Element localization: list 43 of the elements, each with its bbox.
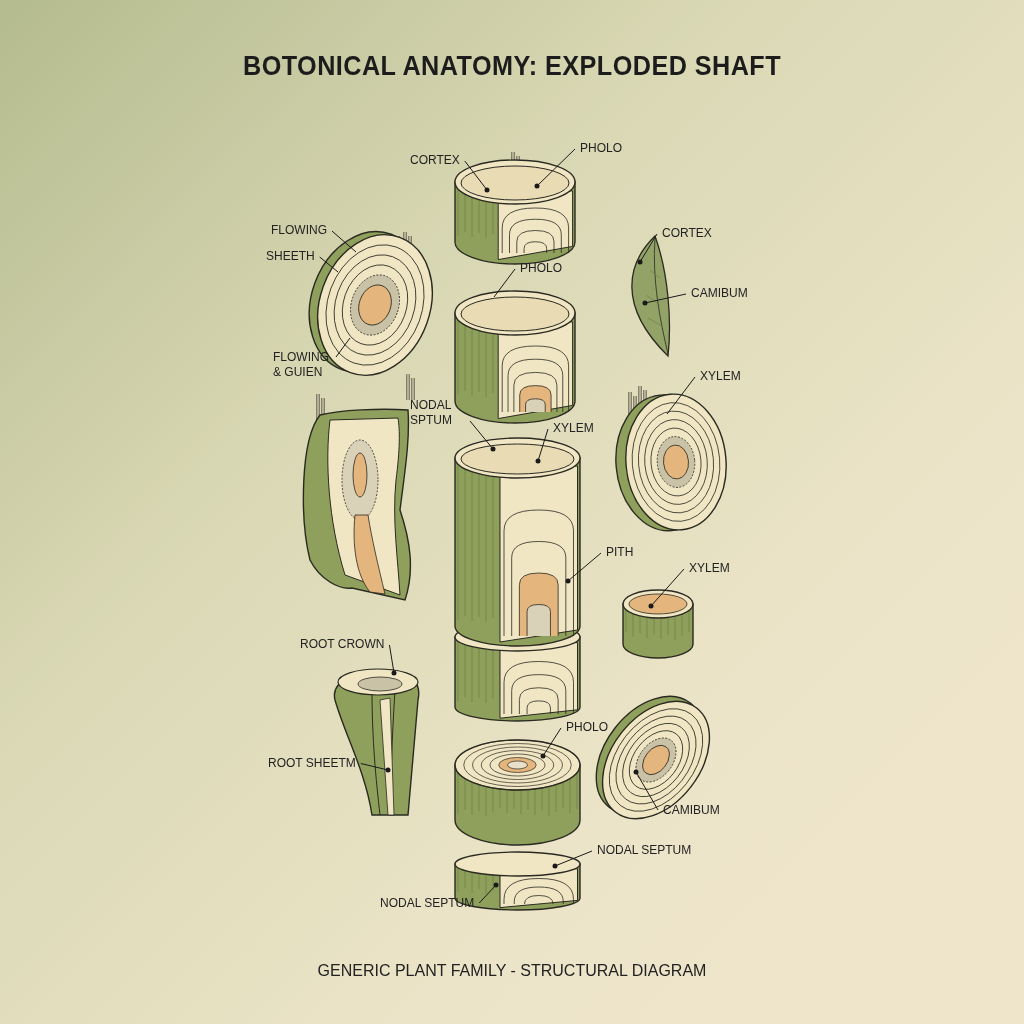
leader-line (565, 552, 602, 584)
stem-segment-drawing (454, 437, 581, 647)
leader-line (666, 376, 696, 415)
leader-line (331, 230, 357, 253)
part-label: XYLEM (700, 369, 741, 384)
part-label: CORTEX (410, 153, 460, 168)
part-label: PHOLO (580, 141, 622, 156)
stem-cylinder-drawing (454, 739, 581, 846)
leader-line (335, 337, 351, 358)
part-label: CAMIBUM (663, 803, 720, 818)
leader-line (648, 568, 685, 609)
leader-line (388, 644, 397, 676)
leader-line (540, 727, 562, 759)
part-label: CAMIBUM (691, 286, 748, 301)
part-label: PHOLO (566, 720, 608, 735)
part-label: XYLEM (689, 561, 730, 576)
part-label: FLOWING (271, 223, 327, 238)
leader-line (464, 160, 490, 193)
part-label: PHOLO (520, 261, 562, 276)
stem-cylinder-drawing (622, 589, 694, 659)
stem-segment-drawing (454, 290, 576, 424)
leader-line (633, 769, 659, 811)
stem-disc-drawing (615, 384, 727, 532)
part-label: ROOT SHEETM (268, 756, 356, 771)
part-label: CORTEX (662, 226, 712, 241)
leader-line (534, 148, 576, 189)
leader-line (469, 420, 496, 452)
part-label: XYLEM (553, 421, 594, 436)
part-label: NODAL SPTUM (410, 398, 465, 428)
leader-line (535, 428, 549, 464)
part-label: SHEETH (266, 249, 315, 264)
leader-line (478, 882, 499, 904)
part-label: NODAL SEPTUM (597, 843, 692, 858)
part-label: ROOT CROWN (300, 637, 385, 652)
leader-line (642, 293, 687, 306)
leader-line (552, 850, 593, 869)
leader-line (319, 256, 339, 273)
leader-line (360, 763, 391, 773)
leaf-drawing (631, 235, 671, 357)
leader-line (493, 268, 516, 298)
title: BOTONICAL ANATOMY: EXPLODED SHAFT (242, 50, 782, 82)
caption: GENERIC PLANT FAMILY - STRUCTURAL DIAGRAM (316, 962, 708, 980)
part-label: PITH (606, 545, 634, 560)
